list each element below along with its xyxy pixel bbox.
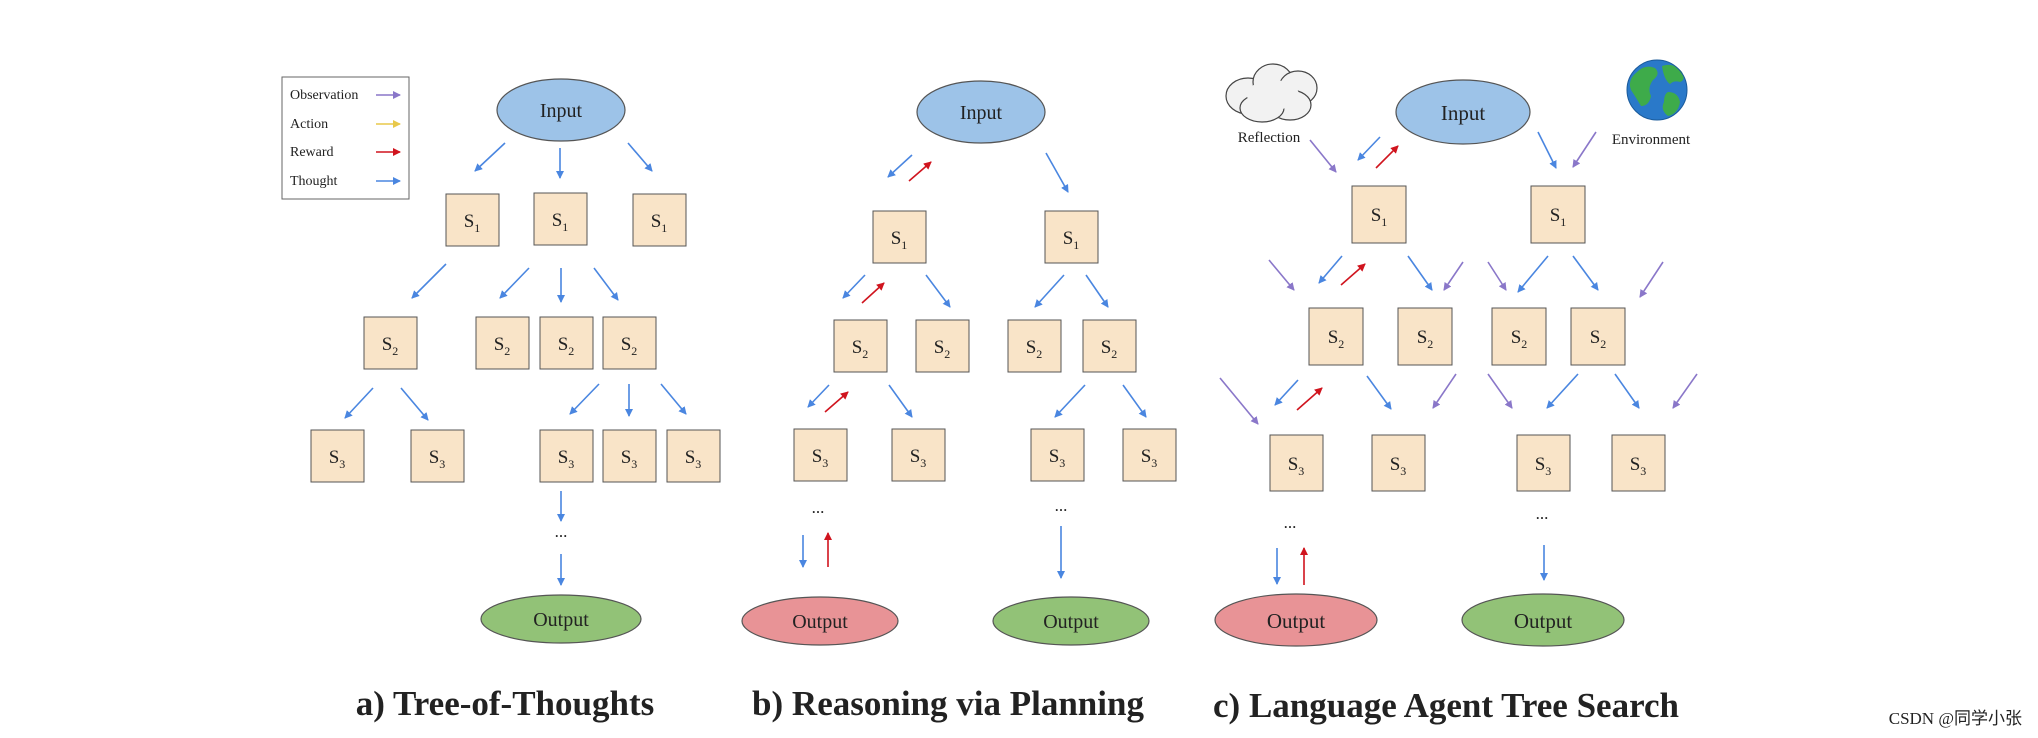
svg-text:S1: S1 <box>464 211 481 235</box>
output-node <box>480 594 642 644</box>
svg-text:S2: S2 <box>934 337 951 361</box>
svg-text:S3: S3 <box>621 447 638 471</box>
reward-arrows <box>824 161 932 567</box>
ellipsis: ... <box>812 498 825 517</box>
legend-label-observation: Observation <box>290 88 358 103</box>
svg-text:S1: S1 <box>1550 205 1567 229</box>
arrows <box>344 142 687 586</box>
svg-text:S2: S2 <box>621 334 638 358</box>
watermark: CSDN @同学小张 <box>1889 709 2022 728</box>
level-3-nodes: S3 S3 S3 S3 S3 <box>310 429 721 483</box>
legend-box <box>281 76 410 200</box>
reward-arrows <box>1296 145 1399 585</box>
svg-text:S3: S3 <box>812 446 829 470</box>
svg-text:S2: S2 <box>852 337 869 361</box>
ellipsis: ... <box>555 522 568 541</box>
input-node <box>1395 79 1531 145</box>
diagram-reasoning-via-planning: Input S1 S1 <box>741 80 1177 723</box>
svg-text:S2: S2 <box>1417 327 1434 351</box>
svg-text:S1: S1 <box>552 210 569 234</box>
legend-label-thought: Thought <box>290 174 338 189</box>
svg-text:S3: S3 <box>685 447 702 471</box>
output-node-fail <box>1214 593 1378 647</box>
globe-icon <box>1626 59 1688 121</box>
diagram-tree-of-thoughts: Input S1 S1 S1 S2 <box>310 78 721 723</box>
svg-text:S2: S2 <box>558 334 575 358</box>
svg-text:S2: S2 <box>1026 337 1043 361</box>
output-node-fail <box>741 596 899 646</box>
output-label: Output <box>1514 609 1573 633</box>
svg-text:S3: S3 <box>1535 454 1552 478</box>
level-1-nodes: S1 S1 S1 <box>445 192 687 247</box>
svg-text:S1: S1 <box>891 228 908 252</box>
caption-tree-of-thoughts: a) Tree-of-Thoughts <box>356 684 654 723</box>
svg-text:S2: S2 <box>382 334 399 358</box>
output-label: Output <box>1043 611 1099 633</box>
level-2-nodes: S2 S2 S2 S2 <box>1308 307 1626 366</box>
svg-text:S1: S1 <box>1371 205 1388 229</box>
level-3-nodes: S3 S3 S3 S3 <box>793 428 1177 482</box>
input-label: Input <box>540 100 583 122</box>
svg-text:S1: S1 <box>1063 228 1080 252</box>
ellipsis: ... <box>1284 513 1297 532</box>
svg-text:S2: S2 <box>1511 327 1528 351</box>
output-label: Output <box>792 611 848 633</box>
cloud-icon <box>1225 63 1318 123</box>
input-label: Input <box>1441 101 1485 125</box>
input-node <box>496 78 626 142</box>
svg-text:S3: S3 <box>1630 454 1647 478</box>
svg-text:S3: S3 <box>1390 454 1407 478</box>
diagram-language-agent-tree-search: Reflection Environment Input <box>1213 59 1698 725</box>
svg-text:S3: S3 <box>1288 454 1305 478</box>
reflection-label: Reflection <box>1238 130 1301 146</box>
svg-text:S3: S3 <box>329 447 346 471</box>
output-node <box>1461 593 1625 647</box>
svg-text:S3: S3 <box>1049 446 1066 470</box>
environment-label: Environment <box>1612 132 1691 148</box>
output-label: Output <box>1267 609 1326 633</box>
svg-text:S3: S3 <box>910 446 927 470</box>
caption-language-agent-tree-search: c) Language Agent Tree Search <box>1213 686 1679 725</box>
svg-text:S1: S1 <box>651 211 668 235</box>
level-1-nodes: S1 S1 <box>872 210 1099 264</box>
thought-arrows <box>1273 131 1640 585</box>
legend-label-action: Action <box>290 117 328 132</box>
svg-text:S2: S2 <box>1590 327 1607 351</box>
caption-reasoning-via-planning: b) Reasoning via Planning <box>752 684 1144 723</box>
legend-label-reward: Reward <box>290 145 334 160</box>
svg-text:S3: S3 <box>1141 446 1158 470</box>
legend: Observation Action Reward Thought <box>281 76 410 200</box>
svg-text:S2: S2 <box>1328 327 1345 351</box>
level-1-nodes: S1 S1 <box>1351 185 1586 244</box>
observation-arrows <box>1219 131 1698 425</box>
level-3-nodes: S3 S3 S3 S3 <box>1269 434 1666 492</box>
level-2-nodes: S2 S2 S2 S2 <box>833 319 1137 373</box>
thought-arrows <box>799 152 1147 579</box>
input-label: Input <box>960 102 1003 124</box>
level-2-nodes: S2 S2 S2 S2 <box>363 316 657 370</box>
ellipsis: ... <box>1536 504 1549 523</box>
output-node <box>992 596 1150 646</box>
output-label: Output <box>533 609 589 631</box>
ellipsis: ... <box>1055 496 1068 515</box>
svg-text:S2: S2 <box>1101 337 1118 361</box>
svg-text:S3: S3 <box>558 447 575 471</box>
input-node <box>916 80 1046 144</box>
svg-text:S3: S3 <box>429 447 446 471</box>
svg-text:S2: S2 <box>494 334 511 358</box>
